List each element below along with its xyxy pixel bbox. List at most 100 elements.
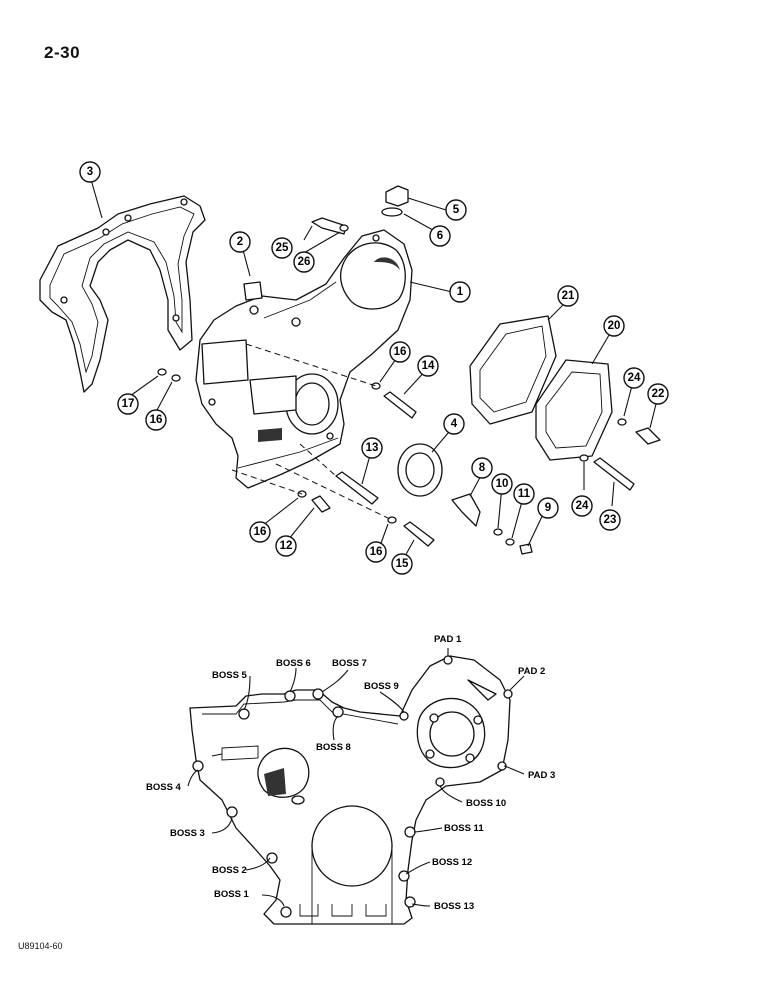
page-number: 2-30 [44,43,81,62]
label-pad-2: PAD 2 [518,666,545,677]
svg-text:4: 4 [451,418,458,430]
callout-20: 20 [603,315,625,337]
svg-text:26: 26 [298,256,311,268]
callout-13: 13 [361,437,383,459]
callout-6: 6 [429,225,451,247]
washer-part-16b [371,382,381,390]
washer-part-6 [381,207,403,217]
callout-24-b: 24 [571,495,593,517]
callout-2: 2 [229,231,251,253]
svg-text:25: 25 [276,242,289,254]
gasket-part-21 [469,315,557,425]
svg-text:16: 16 [394,346,407,358]
svg-text:2: 2 [237,236,243,248]
callout-26: 26 [293,251,315,273]
callout-10: 10 [491,473,513,495]
svg-text:24: 24 [628,372,641,384]
callout-16-c: 16 [249,521,271,543]
washer-part-16a [171,374,181,382]
svg-text:9: 9 [545,502,551,514]
bolt-part-13 [335,471,379,505]
dowel-part-2 [243,281,263,301]
label-pad-3: PAD 3 [528,770,555,781]
plug-part-5 [385,185,409,207]
bolt-part-23 [593,457,635,491]
washer-part-11 [505,538,515,546]
svg-text:16: 16 [254,526,267,538]
bolt-part-9 [519,543,533,555]
callout-23: 23 [599,509,621,531]
svg-text:5: 5 [453,204,460,216]
svg-text:16: 16 [370,546,383,558]
washer-part-24b [579,454,589,462]
callout-16-a: 16 [389,341,411,363]
exploded-view: 3 2 25 26 5 6 1 21 20 24 22 16 14 4 13 8… [39,161,669,575]
callout-25: 25 [271,237,293,259]
bolt-part-12 [311,495,331,513]
washer-part-24 [617,418,627,426]
label-boss-6: BOSS 6 [276,658,311,669]
washer-part-16d [387,516,397,524]
svg-text:17: 17 [122,398,135,410]
svg-text:6: 6 [437,230,443,242]
svg-text:16: 16 [150,414,163,426]
callout-16-b: 16 [145,409,167,431]
callout-8: 8 [471,457,493,479]
callout-21: 21 [557,285,579,307]
callout-14: 14 [417,355,439,377]
label-boss-4: BOSS 4 [146,782,182,793]
label-boss-11: BOSS 11 [444,823,484,834]
svg-text:12: 12 [280,540,293,552]
svg-text:24: 24 [576,500,589,512]
pointer-part-8 [451,493,481,527]
bolt-part-22 [635,427,661,445]
svg-text:14: 14 [422,360,435,372]
label-boss-5: BOSS 5 [212,670,248,681]
svg-text:23: 23 [604,514,617,526]
label-boss-10: BOSS 10 [466,798,506,809]
figure-code: U89104-60 [18,941,63,951]
gasket-part-3 [39,195,206,393]
svg-text:15: 15 [396,558,409,570]
svg-text:3: 3 [87,166,93,178]
callout-22: 22 [647,383,669,405]
svg-text:10: 10 [496,478,509,490]
label-boss-9: BOSS 9 [364,681,399,692]
label-boss-7: BOSS 7 [332,658,367,669]
callout-1: 1 [449,281,471,303]
callout-15: 15 [391,553,413,575]
svg-text:11: 11 [518,488,531,500]
bolt-part-14 [383,391,417,419]
callout-11: 11 [513,483,535,505]
washer-part-26 [339,224,349,232]
callout-5: 5 [445,199,467,221]
bolt-part-15 [403,521,435,547]
timing-cover-part-1 [195,229,413,489]
label-boss-12: BOSS 12 [432,857,472,868]
seal-part-4 [397,443,443,497]
label-boss-1: BOSS 1 [214,889,250,900]
callout-4: 4 [443,413,465,435]
callout-9: 9 [537,497,559,519]
callout-24-a: 24 [623,367,645,389]
callout-16-d: 16 [365,541,387,563]
callout-17: 17 [117,393,139,415]
label-boss-13: BOSS 13 [434,901,474,912]
nut-part-17 [157,368,167,376]
svg-text:20: 20 [608,320,621,332]
label-boss-3: BOSS 3 [170,828,205,839]
svg-text:22: 22 [652,388,665,400]
label-boss-8: BOSS 8 [316,742,351,753]
svg-text:21: 21 [562,290,575,302]
washer-part-10 [493,528,503,536]
svg-text:1: 1 [457,286,464,298]
svg-text:13: 13 [366,442,379,454]
label-pad-1: PAD 1 [434,634,462,645]
label-boss-2: BOSS 2 [212,865,247,876]
callout-12: 12 [275,535,297,557]
cover-plate-part-20 [535,359,613,461]
cover-location-view: PAD 1 PAD 2 PAD 3 BOSS 1 BOSS 2 BOSS 3 B… [146,634,555,925]
svg-text:8: 8 [479,462,486,474]
callout-3: 3 [79,161,101,183]
